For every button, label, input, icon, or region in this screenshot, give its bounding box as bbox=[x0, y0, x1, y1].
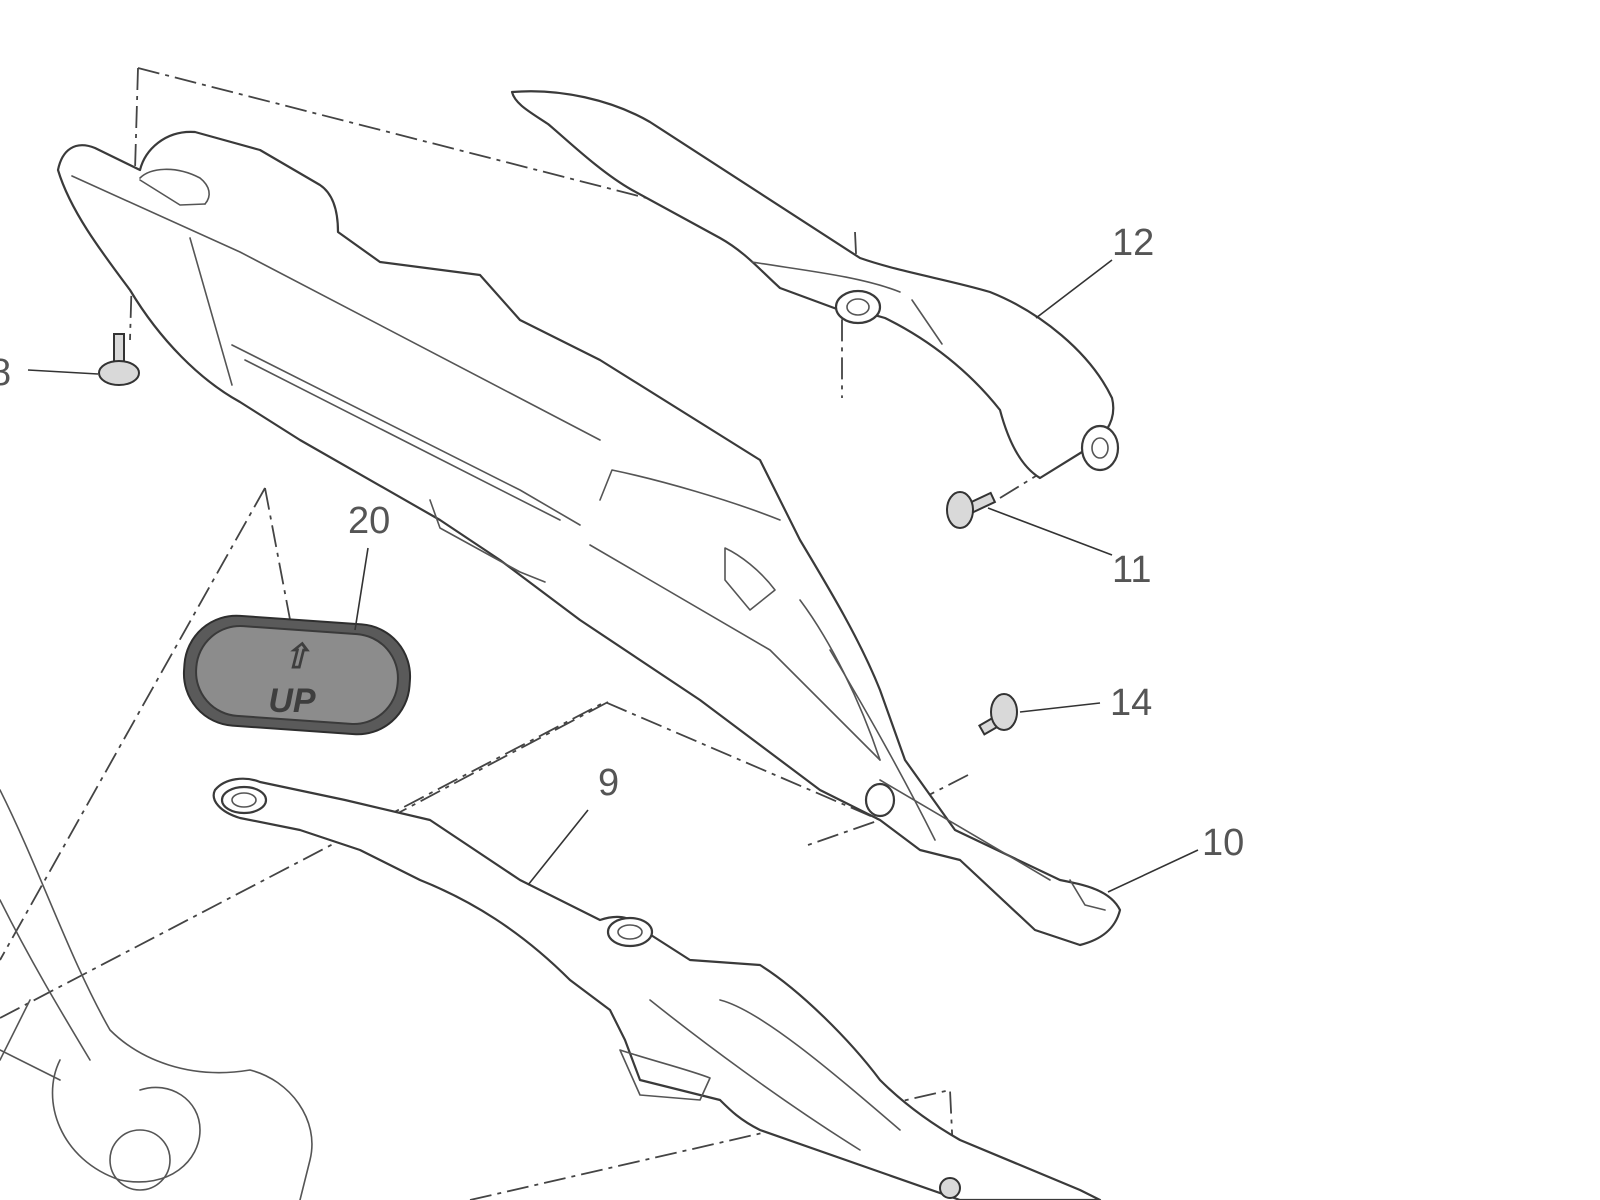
screw-8 bbox=[98, 333, 140, 386]
part-9-lower-bracket bbox=[212, 777, 1102, 1200]
screw-11 bbox=[946, 491, 997, 529]
callout-11: 11 bbox=[1112, 549, 1151, 591]
frame-section bbox=[0, 789, 313, 1200]
up-arrow-icon: ⇧ bbox=[282, 638, 311, 676]
callout-9: 9 bbox=[598, 762, 619, 804]
leader-lines bbox=[27, 259, 1199, 893]
part-12-upper-cover bbox=[510, 90, 1120, 480]
screw-14 bbox=[978, 693, 1018, 736]
callout-10: 10 bbox=[1202, 822, 1244, 864]
callout-labels: 8 12 11 14 10 9 20 bbox=[0, 222, 1244, 864]
part-10-main-cover bbox=[56, 130, 1122, 947]
callout-14: 14 bbox=[1110, 682, 1152, 724]
part-20-up-badge: ⇧ UP bbox=[182, 614, 412, 736]
callout-12: 12 bbox=[1112, 222, 1154, 264]
up-badge-text: UP bbox=[268, 682, 316, 720]
callout-8: 8 bbox=[0, 352, 11, 394]
callout-20: 20 bbox=[348, 500, 390, 542]
fasteners bbox=[98, 333, 1018, 736]
